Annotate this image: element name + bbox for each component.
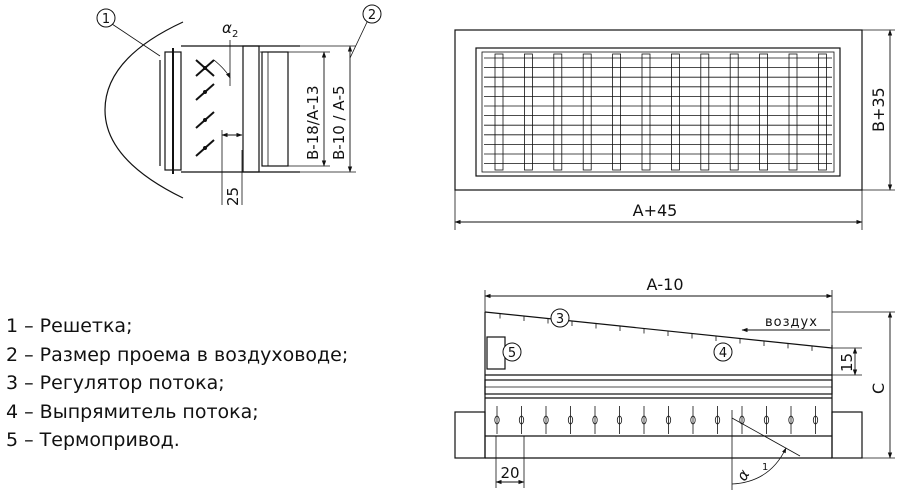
front-inner-frame (475, 47, 841, 177)
regulator-ticks (499, 313, 813, 351)
legend-item-2: 2 – Размер проема в воздуховоде; (6, 343, 349, 366)
dim-20: 20 (500, 464, 519, 482)
front-blade (671, 53, 680, 171)
callout-3: 3 (556, 312, 564, 327)
alpha1-sub: 1 (762, 462, 768, 473)
front-straightener-blades (494, 53, 827, 171)
callout-5: 5 (508, 346, 516, 361)
air-label: воздух (765, 315, 818, 330)
front-blade (641, 53, 651, 171)
callout-2-circle (362, 4, 382, 24)
dim-inner: В-18/А-13 (304, 85, 322, 160)
alpha2-label: α (222, 19, 232, 37)
side-blade-head (567, 415, 574, 425)
side-blade-head (714, 415, 721, 425)
front-blade (700, 53, 710, 171)
legend-item-5: 5 – Термопривод. (6, 429, 180, 451)
side-blade-head (592, 415, 598, 425)
front-blade (553, 53, 563, 171)
regulator-slope (484, 311, 833, 349)
thermo-actuator (486, 336, 506, 370)
dim-c: С (869, 383, 888, 394)
grille-arc (104, 21, 184, 199)
straightener-frame (261, 51, 289, 167)
callout-1: 1 (102, 12, 110, 27)
side-blade-head (665, 415, 672, 425)
side-blade-head (763, 415, 770, 425)
callout-4: 4 (719, 346, 727, 361)
right-flange (831, 411, 863, 459)
dim-a45: А+45 (633, 201, 678, 220)
section-view: α 2 25 В-18/А-13 В-10 / А-5 1 2 (96, 4, 382, 206)
front-blade (729, 53, 739, 171)
side-blade-head (641, 415, 647, 425)
front-view: В+35 А+45 (454, 29, 895, 230)
front-blade (788, 53, 798, 171)
dim-b35: В+35 (869, 87, 888, 132)
legend-item-4: 4 – Выпрямитель потока; (6, 400, 259, 423)
side-louver-blades (494, 406, 819, 434)
front-blade (759, 53, 768, 171)
dim-15: 15 (838, 353, 856, 372)
side-blade-head (494, 415, 500, 425)
left-flange (454, 411, 486, 459)
front-blade (612, 53, 621, 171)
alpha1-label: α (733, 466, 754, 484)
dim-outer: В-10 / А-5 (330, 85, 348, 160)
louver-blades (195, 59, 215, 157)
side-blade-head (518, 415, 525, 425)
side-blade-head (812, 415, 819, 425)
front-louver-lines (484, 57, 832, 165)
callout-5-circle (502, 342, 522, 362)
dim-25: 25 (224, 187, 242, 206)
dim-a10: А-10 (646, 275, 683, 294)
front-blade (494, 53, 504, 171)
front-outer-frame (454, 29, 863, 191)
front-blade (818, 53, 827, 171)
side-view: воздух А-10 15 С 20 α 1 3 4 5 (454, 275, 895, 490)
side-blade-head (616, 415, 623, 425)
legend-item-1: 1 – Решетка; (6, 315, 133, 337)
callout-4-circle (713, 342, 733, 362)
callout-1-circle (96, 8, 116, 28)
regulator-frame (242, 45, 260, 173)
front-blade (524, 53, 533, 171)
alpha2-sub: 2 (232, 29, 238, 40)
side-blade-head (690, 415, 696, 425)
front-blade (582, 53, 592, 171)
callout-3-circle (550, 308, 570, 328)
legend-item-3: 3 – Регулятор потока; (6, 372, 225, 394)
side-blade-head (543, 415, 549, 425)
side-blade-head (788, 415, 794, 425)
callout-2: 2 (368, 8, 376, 23)
legend-list: 1 – Решетка; 2 – Размер проема в воздухо… (6, 312, 348, 455)
